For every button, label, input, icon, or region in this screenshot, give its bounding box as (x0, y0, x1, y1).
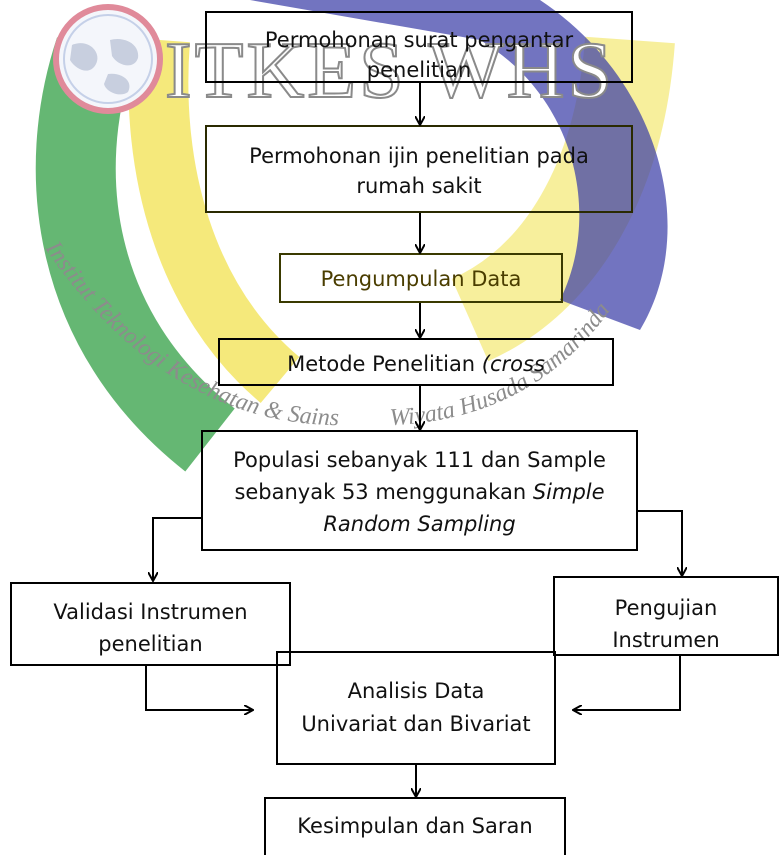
box-kesimpulan-saran: Kesimpulan dan Saran (264, 797, 566, 855)
box-populasi-line3-italic: Random Sampling (323, 512, 516, 536)
box-metode-penelitian-text: Metode Penelitian (287, 352, 482, 376)
box-pengujian-instrumen: Pengujian Instrumen (553, 576, 779, 656)
watermark-yellow-arc (128, 37, 300, 403)
watermark-title: ITKES WHS (165, 27, 615, 115)
box-pengujian-instrumen-text: Pengujian Instrumen (612, 596, 720, 652)
box-populasi-sample: Populasi sebanyak 111 dan Sample sebanya… (201, 430, 638, 551)
box-analisis-data: Analisis Data Univariat dan Bivariat (276, 651, 556, 765)
box-analisis-line2: Univariat dan Bivariat (301, 712, 531, 736)
box-permohonan-ijin-text: Permohonan ijin penelitian pada rumah sa… (249, 144, 589, 198)
box-analisis-line1: Analisis Data (347, 679, 485, 703)
box-permohonan-surat: Permohonan surat pengantar penelitian (205, 11, 633, 83)
box-metode-penelitian-italic: (cross sectional) (365, 352, 545, 384)
box-kesimpulan-saran-text: Kesimpulan dan Saran (297, 814, 533, 838)
box-pengumpulan-data: Pengumpulan Data (279, 253, 563, 303)
box-pengumpulan-data-text: Pengumpulan Data (320, 267, 522, 291)
box-populasi-line2: sebanyak 53 menggunakan (234, 480, 533, 504)
box-permohonan-ijin: Permohonan ijin penelitian pada rumah sa… (205, 125, 633, 213)
box-validasi-instrumen-text: Validasi Instrumen penelitian (53, 600, 248, 656)
box-populasi-line1: Populasi sebanyak 111 dan Sample (233, 448, 606, 472)
box-permohonan-surat-text: Permohonan surat pengantar penelitian (264, 28, 574, 82)
box-populasi-line2-italic: Simple (532, 480, 605, 504)
box-validasi-instrumen: Validasi Instrumen penelitian (10, 582, 291, 666)
watermark-globe-icon (53, 4, 163, 114)
box-metode-penelitian: Metode Penelitian (cross sectional) (218, 338, 614, 386)
